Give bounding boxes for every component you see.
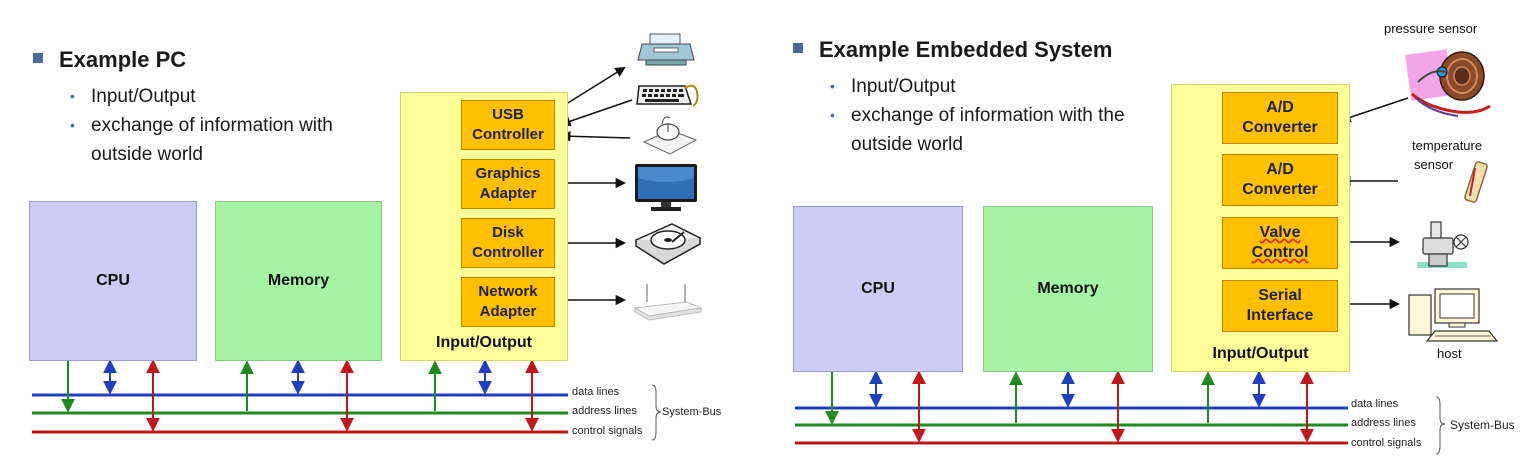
keyboard-icon bbox=[636, 84, 699, 107]
right-data-lines-label: data lines bbox=[1351, 398, 1399, 410]
left-memory-block: Memory bbox=[215, 201, 382, 361]
hard-disk-icon bbox=[634, 223, 702, 265]
printer-icon bbox=[637, 33, 695, 66]
bullet-dot-icon: • bbox=[830, 107, 835, 123]
right-bullets: •Input/Output •exchange of information w… bbox=[827, 72, 1157, 159]
bullet-dot-icon: • bbox=[70, 117, 75, 133]
temperature-sensor-label-1: temperature bbox=[1412, 138, 1483, 153]
bullet-square-icon bbox=[793, 43, 803, 53]
temperature-sensor-label-2: sensor bbox=[1414, 157, 1454, 172]
pressure-sensor-label: pressure sensor bbox=[1384, 21, 1478, 36]
right-heading-text: Example Embedded System bbox=[819, 37, 1113, 62]
right-cpu-block: CPU bbox=[793, 206, 963, 372]
left-cpu-block: CPU bbox=[29, 201, 197, 361]
right-device-arrows bbox=[1337, 97, 1409, 310]
left-system-bus bbox=[32, 359, 662, 441]
temperature-sensor-icon bbox=[1464, 161, 1488, 203]
valve-icon bbox=[1417, 221, 1469, 268]
mouse-icon bbox=[642, 116, 698, 155]
bullet-square-icon bbox=[33, 53, 43, 63]
right-system-bus bbox=[795, 370, 1446, 455]
left-heading: Example PC bbox=[33, 47, 186, 73]
right-heading: Example Embedded System bbox=[793, 37, 1112, 63]
router-icon bbox=[633, 284, 703, 321]
keyboard-to-usb-arrow bbox=[560, 99, 633, 127]
monitor-icon bbox=[635, 164, 697, 211]
left-address-lines-label: address lines bbox=[572, 405, 637, 417]
right-memory-block: Memory bbox=[983, 206, 1153, 372]
right-address-lines-label: address lines bbox=[1351, 417, 1416, 429]
left-control-signals-label: control signals bbox=[572, 425, 643, 437]
bullet-dot-icon: • bbox=[70, 88, 75, 104]
left-heading-text: Example PC bbox=[59, 47, 187, 72]
host-computer-icon bbox=[1408, 288, 1499, 342]
right-system-bus-label: System-Bus bbox=[1450, 418, 1515, 432]
pressure-to-ad-arrow bbox=[1340, 97, 1409, 123]
right-control-signals-label: control signals bbox=[1351, 437, 1422, 449]
left-bullet-2: •exchange of information with outside wo… bbox=[67, 111, 387, 169]
pressure-sensor-icon bbox=[1405, 49, 1491, 117]
right-bullet-1: •Input/Output bbox=[827, 72, 1157, 101]
left-bullets: •Input/Output •exchange of information w… bbox=[67, 82, 387, 169]
right-bullet-2: •exchange of information with the outsid… bbox=[827, 101, 1157, 159]
right-bus-brace bbox=[1435, 396, 1446, 455]
bullet-dot-icon: • bbox=[830, 78, 835, 94]
left-data-lines-label: data lines bbox=[572, 386, 620, 398]
host-label: host bbox=[1437, 346, 1462, 361]
usb-to-printer-arrow bbox=[562, 66, 626, 107]
mouse-to-usb-arrow bbox=[559, 130, 631, 142]
left-bullet-1: •Input/Output bbox=[67, 82, 387, 111]
left-bus-brace bbox=[651, 384, 662, 441]
left-system-bus-label: System-Bus bbox=[662, 406, 722, 418]
